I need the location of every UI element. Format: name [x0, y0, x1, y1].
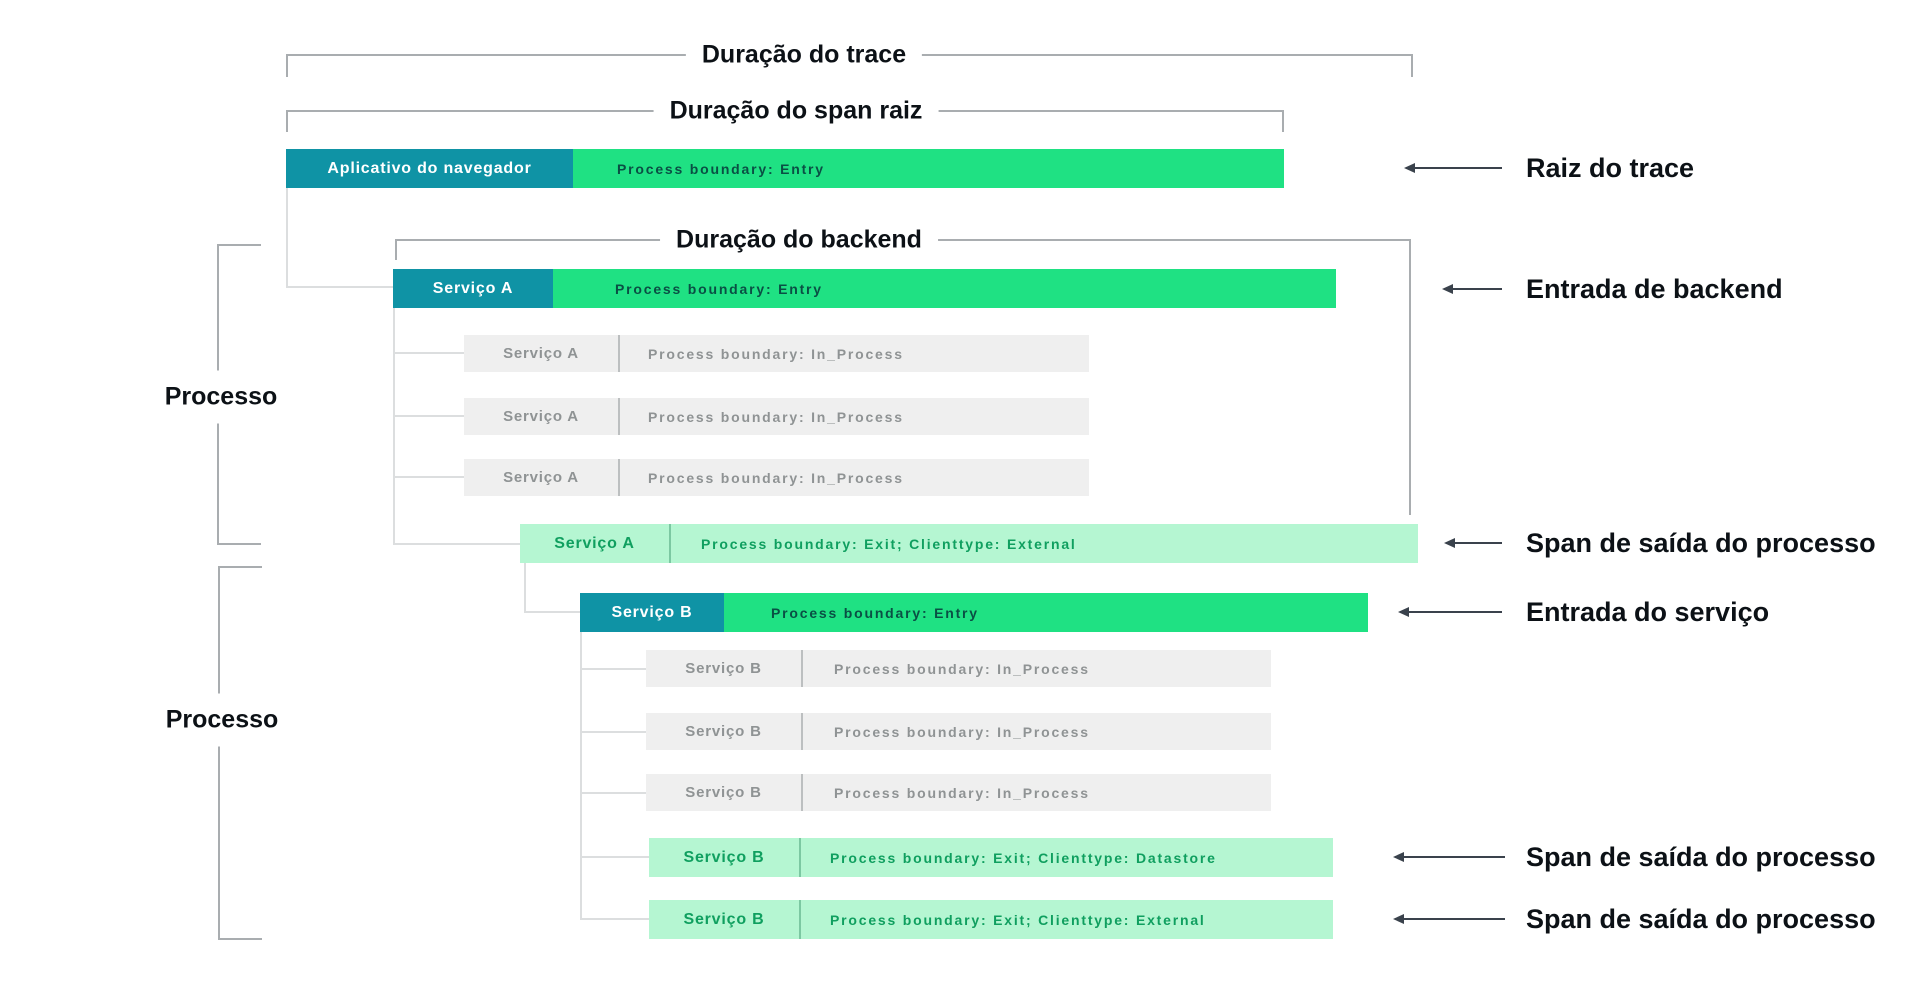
span-service-label: Serviço A — [393, 269, 553, 308]
span-service-label: Aplicativo do navegador — [286, 149, 573, 188]
connector-a-in1-stub — [393, 352, 464, 354]
span-service-label: Serviço B — [646, 650, 803, 687]
connector-b-exit1-stub — [580, 856, 649, 858]
span-detail-text: Process boundary: Entry — [573, 149, 1284, 188]
span-service-label: Serviço B — [646, 774, 803, 811]
rootspan-duration-label: Duração do span raiz — [653, 94, 939, 128]
span-bar-serviceB-exit-datastore: Serviço B Process boundary: Exit; Client… — [649, 838, 1333, 877]
connector-a-exit-stub — [393, 543, 520, 545]
span-bar-serviceA-inprocess-3: Serviço A Process boundary: In_Process — [464, 459, 1089, 496]
arrow-left-icon — [1444, 538, 1502, 548]
connector-a-children — [393, 308, 395, 545]
span-detail-text: Process boundary: In_Process — [620, 459, 1089, 496]
span-service-label: Serviço B — [649, 838, 801, 877]
span-service-label: Serviço B — [646, 713, 803, 750]
connector-b-exit2-stub — [580, 918, 649, 920]
rootspan-bracket-left-tick — [286, 110, 288, 132]
connector-b-in2-stub — [580, 731, 646, 733]
span-detail-text: Process boundary: In_Process — [803, 774, 1271, 811]
process-b-bracket-top — [218, 566, 262, 568]
span-bar-root: Aplicativo do navegador Process boundary… — [286, 149, 1284, 188]
process-b-label: Processo — [163, 693, 281, 747]
connector-b-in3-stub — [580, 792, 646, 794]
process-b-bracket-bottom — [218, 938, 262, 940]
rootspan-bracket-right-tick — [1282, 110, 1284, 132]
annotation-service-entry: Entrada do serviço — [1526, 596, 1770, 627]
span-detail-text: Process boundary: Exit; Clienttype: Data… — [801, 838, 1333, 877]
trace-duration-label: Duração do trace — [685, 38, 923, 72]
span-service-label: Serviço B — [580, 593, 724, 632]
trace-bracket-left-tick — [286, 54, 288, 77]
span-bar-serviceB-inprocess-2: Serviço B Process boundary: In_Process — [646, 713, 1271, 750]
annotation-backend-entry: Entrada de backend — [1526, 273, 1783, 304]
span-service-label: Serviço A — [464, 398, 620, 435]
span-service-label: Serviço A — [464, 459, 620, 496]
backend-bracket-left-tick — [395, 239, 397, 260]
span-detail-text: Process boundary: Exit; Clienttype: Exte… — [801, 900, 1333, 939]
trace-bracket-right-tick — [1411, 54, 1413, 77]
span-bar-serviceA-inprocess-1: Serviço A Process boundary: In_Process — [464, 335, 1089, 372]
process-a-bracket-bottom — [217, 543, 261, 545]
annotation-process-exit-b2: Span de saída do processo — [1526, 903, 1876, 934]
connector-root-to-a-stub — [286, 286, 393, 288]
connector-b-in1-stub — [580, 668, 646, 670]
arrow-left-icon — [1393, 914, 1505, 924]
arrow-left-icon — [1398, 607, 1502, 617]
span-bar-serviceB-entry: Serviço B Process boundary: Entry — [580, 593, 1368, 632]
backend-bracket-right-edge — [1409, 239, 1411, 515]
span-detail-text: Process boundary: In_Process — [620, 335, 1089, 372]
span-bar-serviceB-exit-external: Serviço B Process boundary: Exit; Client… — [649, 900, 1333, 939]
connector-b-children — [580, 632, 582, 920]
process-a-label: Processo — [162, 370, 280, 424]
span-bar-serviceA-inprocess-2: Serviço A Process boundary: In_Process — [464, 398, 1089, 435]
span-service-label: Serviço B — [649, 900, 801, 939]
backend-duration-label: Duração do backend — [660, 223, 938, 257]
process-a-bracket-top — [217, 244, 261, 246]
process-b-bracket-edge — [218, 566, 220, 940]
annotation-process-exit-b1: Span de saída do processo — [1526, 841, 1876, 872]
span-service-label: Serviço A — [520, 524, 671, 563]
span-detail-text: Process boundary: Entry — [724, 593, 1368, 632]
span-detail-text: Process boundary: In_Process — [803, 650, 1271, 687]
connector-a-in2-stub — [393, 415, 464, 417]
connector-a-in3-stub — [393, 476, 464, 478]
span-service-label: Serviço A — [464, 335, 620, 372]
span-bar-serviceB-inprocess-1: Serviço B Process boundary: In_Process — [646, 650, 1271, 687]
connector-root-to-a — [286, 188, 288, 288]
span-bar-serviceA-entry: Serviço A Process boundary: Entry — [393, 269, 1336, 308]
span-bar-serviceB-inprocess-3: Serviço B Process boundary: In_Process — [646, 774, 1271, 811]
arrow-left-icon — [1404, 163, 1502, 173]
annotation-process-exit-a: Span de saída do processo — [1526, 527, 1876, 558]
span-detail-text: Process boundary: In_Process — [803, 713, 1271, 750]
annotation-trace-root: Raiz do trace — [1526, 152, 1695, 183]
connector-aexit-to-b-stub — [524, 611, 580, 613]
span-detail-text: Process boundary: Entry — [553, 269, 1336, 308]
connector-aexit-to-b — [524, 563, 526, 613]
arrow-left-icon — [1442, 284, 1502, 294]
span-detail-text: Process boundary: In_Process — [620, 398, 1089, 435]
arrow-left-icon — [1393, 852, 1505, 862]
span-detail-text: Process boundary: Exit; Clienttype: Exte… — [671, 524, 1418, 563]
span-bar-serviceA-exit: Serviço A Process boundary: Exit; Client… — [520, 524, 1418, 563]
